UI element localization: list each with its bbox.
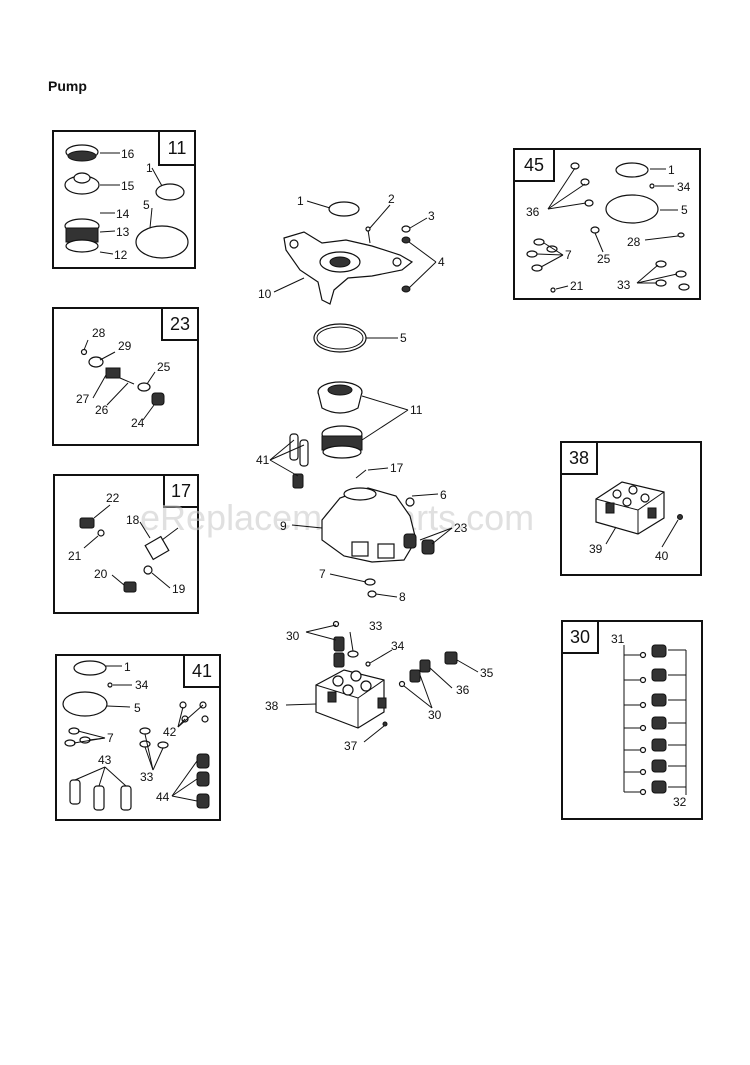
kit-box-38: 38 xyxy=(560,441,702,576)
label-13: 13 xyxy=(116,225,130,239)
label-7: 7 xyxy=(565,248,572,262)
label-39: 39 xyxy=(589,542,603,556)
kit-tag-41: 41 xyxy=(183,656,219,688)
label-3: 3 xyxy=(428,209,435,223)
label-7: 7 xyxy=(107,731,114,745)
label-41: 41 xyxy=(256,453,270,467)
label-31: 31 xyxy=(611,632,625,646)
label-28: 28 xyxy=(627,235,641,249)
label-21: 21 xyxy=(570,279,584,293)
kit-box-23: 23 xyxy=(52,307,199,446)
kit-box-17: 17 xyxy=(53,474,199,614)
kit-tag-23: 23 xyxy=(161,309,197,341)
label-26: 26 xyxy=(95,403,109,417)
label-23: 23 xyxy=(454,521,468,535)
main-assembly-drawing: 1 2 3 4 10 5 11 41 17 6 9 23 7 8 30 33 3… xyxy=(256,192,494,753)
label-29: 29 xyxy=(118,339,132,353)
label-5: 5 xyxy=(143,198,150,212)
kit-30-drawing: 31 32 xyxy=(611,632,687,809)
kit-38-drawing: 39 40 xyxy=(589,481,683,563)
label-18: 18 xyxy=(126,513,140,527)
label-30: 30 xyxy=(286,629,300,643)
label-37: 37 xyxy=(344,739,358,753)
label-1: 1 xyxy=(668,163,675,177)
kit-box-11: 11 xyxy=(52,130,196,269)
label-1: 1 xyxy=(146,161,153,175)
kit-23-drawing: 28 29 27 26 25 24 xyxy=(76,326,171,430)
label-36: 36 xyxy=(456,683,470,697)
kit-tag-11: 11 xyxy=(158,132,194,166)
label-32: 32 xyxy=(673,795,687,809)
label-1: 1 xyxy=(297,194,304,208)
label-33: 33 xyxy=(617,278,631,292)
label-17: 17 xyxy=(390,461,404,475)
label-16: 16 xyxy=(121,147,135,161)
kit-box-41: 41 xyxy=(55,654,221,821)
label-11: 11 xyxy=(410,403,423,417)
kit-tag-45: 45 xyxy=(515,150,555,182)
label-1: 1 xyxy=(124,660,131,674)
label-24: 24 xyxy=(131,416,145,430)
label-2: 2 xyxy=(388,192,395,206)
label-10: 10 xyxy=(258,287,272,301)
kit-11-drawing: 16 15 14 13 12 1 5 xyxy=(64,144,189,262)
label-7: 7 xyxy=(319,567,326,581)
label-5: 5 xyxy=(400,331,407,345)
kit-tag-30: 30 xyxy=(563,622,599,654)
label-34: 34 xyxy=(391,639,405,653)
kit-45-drawing: 1 34 36 5 28 25 7 33 21 xyxy=(526,162,691,293)
label-27: 27 xyxy=(76,392,90,406)
kit-tag-17: 17 xyxy=(163,476,197,508)
label-28: 28 xyxy=(92,326,106,340)
kit-box-30: 30 xyxy=(561,620,703,820)
label-8: 8 xyxy=(399,590,406,604)
label-30-lower: 30 xyxy=(428,708,442,722)
kit-box-45: 45 xyxy=(513,148,701,300)
label-42: 42 xyxy=(163,725,177,739)
label-12: 12 xyxy=(114,248,128,262)
label-20: 20 xyxy=(94,567,108,581)
label-6: 6 xyxy=(440,488,447,502)
label-4: 4 xyxy=(438,255,445,269)
label-5: 5 xyxy=(681,203,688,217)
label-34: 34 xyxy=(135,678,149,692)
label-34: 34 xyxy=(677,180,691,194)
label-14: 14 xyxy=(116,207,130,221)
label-9: 9 xyxy=(280,519,287,533)
kit-41-drawing: 1 34 5 42 7 33 43 44 xyxy=(62,660,210,811)
label-22: 22 xyxy=(106,491,120,505)
label-15: 15 xyxy=(121,179,135,193)
label-21: 21 xyxy=(68,549,82,563)
label-25: 25 xyxy=(157,360,171,374)
kit-tag-38: 38 xyxy=(562,443,598,475)
label-40: 40 xyxy=(655,549,669,563)
label-25: 25 xyxy=(597,252,611,266)
label-33: 33 xyxy=(369,619,383,633)
label-19: 19 xyxy=(172,582,186,596)
label-38: 38 xyxy=(265,699,279,713)
label-43: 43 xyxy=(98,753,112,767)
label-44: 44 xyxy=(156,790,170,804)
label-5: 5 xyxy=(134,701,141,715)
label-33: 33 xyxy=(140,770,154,784)
kit-17-drawing: 22 21 18 20 19 xyxy=(68,491,186,596)
label-36: 36 xyxy=(526,205,540,219)
page-title: Pump xyxy=(48,78,87,94)
label-35: 35 xyxy=(480,666,494,680)
